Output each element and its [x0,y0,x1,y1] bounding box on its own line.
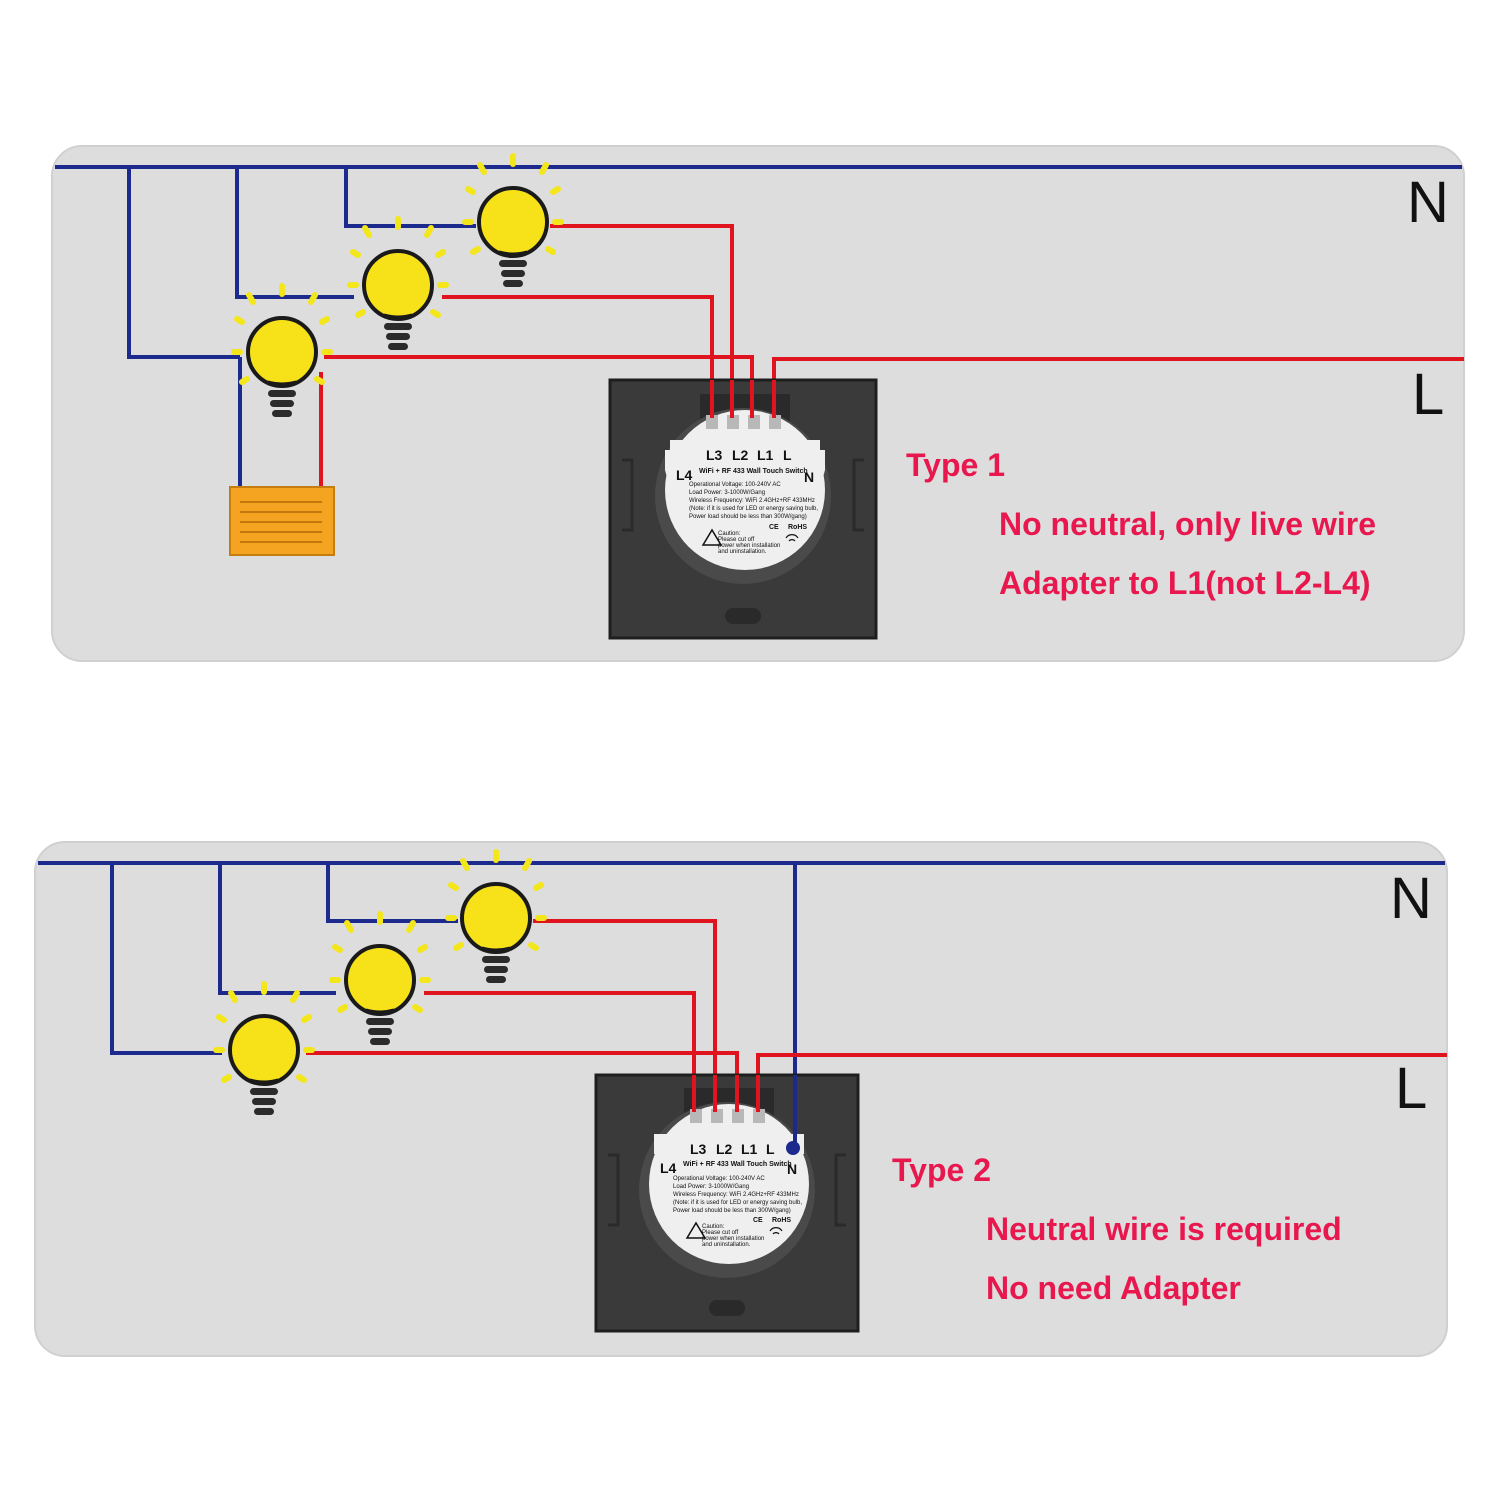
type1-ce-mark: CE [769,524,779,531]
type2-spec-2: Load Power: 3-1000W/Gang [673,1184,749,1190]
type2-terminal-n: N [787,1161,797,1177]
type1-panel: L3 L2 L1 L L4 N WiFi + RF 433 Wall Touch… [51,145,1465,662]
type1-terminal-l: L [783,447,792,463]
type1-spec-1: Operational Voltage: 100-240V AC [689,482,781,488]
type1-terminal-l2: L2 [732,447,749,463]
type2-rohs-mark: RoHS [772,1217,791,1224]
type2-line1: Neutral wire is required [986,1211,1342,1247]
type1-spec-5: Power load should be less than 300W/gang… [689,514,807,520]
type2-terminal-l1: L1 [741,1141,758,1157]
type1-caution-4: and uninstallation. [718,549,767,555]
type2-wifi-icon [769,1227,783,1235]
type2-product-name: WiFi + RF 433 Wall Touch Switch [683,1161,792,1168]
type2-caution-4: and uninstallation. [702,1242,751,1248]
type1-caution-3: power when installation [718,543,780,549]
type2-neutral-label: N [1390,866,1432,931]
type1-rohs-mark: RoHS [788,524,807,531]
type2-spec-1: Operational Voltage: 100-240V AC [673,1176,765,1182]
type2-caution-2: Please cut off [702,1230,739,1236]
type1-caution-2: Please cut off [718,537,755,543]
type1-terminal-l3: L3 [706,447,723,463]
type1-product-name: WiFi + RF 433 Wall Touch Switch [699,468,808,475]
type2-spec-3: Wireless Frequency: WiFi 2.4GHz+RF 433MH… [673,1192,799,1198]
type2-line2: No need Adapter [986,1270,1241,1306]
type1-neutral-wires [55,165,1462,488]
type1-live-label: L [1412,362,1444,427]
type2-title: Type 2 [892,1152,991,1188]
type1-terminal-l4: L4 [676,467,693,483]
type2-switch: L3 L2 L1 L L4 N WiFi + RF 433 Wall Touch… [594,1073,860,1333]
type2-panel: L3 L2 L1 L L4 N WiFi + RF 433 Wall Touch… [34,841,1448,1357]
type2-caution-icon [685,1221,707,1239]
type1-caution-1: Caution: [718,531,741,537]
type2-terminal-l3: L3 [690,1141,707,1157]
type1-neutral-label: N [1407,170,1449,235]
type1-spec-4: (Note: if it is used for LED or energy s… [689,506,818,512]
type1-wifi-icon [785,534,799,542]
type2-caution-3: power when installation [702,1236,764,1242]
type2-terminal-l4: L4 [660,1160,677,1176]
type1-switch: L3 L2 L1 L L4 N WiFi + RF 433 Wall Touch… [608,378,878,640]
type1-line1: No neutral, only live wire [999,506,1376,542]
type2-caution-1: Caution: [702,1224,725,1230]
type1-adapter [229,486,335,556]
type2-spec-4: (Note: if it is used for LED or energy s… [673,1200,802,1206]
type1-terminal-n: N [804,469,814,485]
type1-terminal-l1: L1 [757,447,774,463]
type1-caution-icon [701,528,723,546]
type2-terminal-l2: L2 [716,1141,733,1157]
type1-spec-2: Load Power: 3-1000W/Gang [689,490,765,496]
type2-ce-mark: CE [753,1217,763,1224]
type2-terminal-l: L [766,1141,775,1157]
type2-live-label: L [1395,1056,1427,1121]
type1-line2: Adapter to L1(not L2-L4) [999,565,1371,601]
type1-title: Type 1 [906,447,1005,483]
type1-spec-3: Wireless Frequency: WiFi 2.4GHz+RF 433MH… [689,498,815,504]
type2-spec-5: Power load should be less than 300W/gang… [673,1208,791,1214]
